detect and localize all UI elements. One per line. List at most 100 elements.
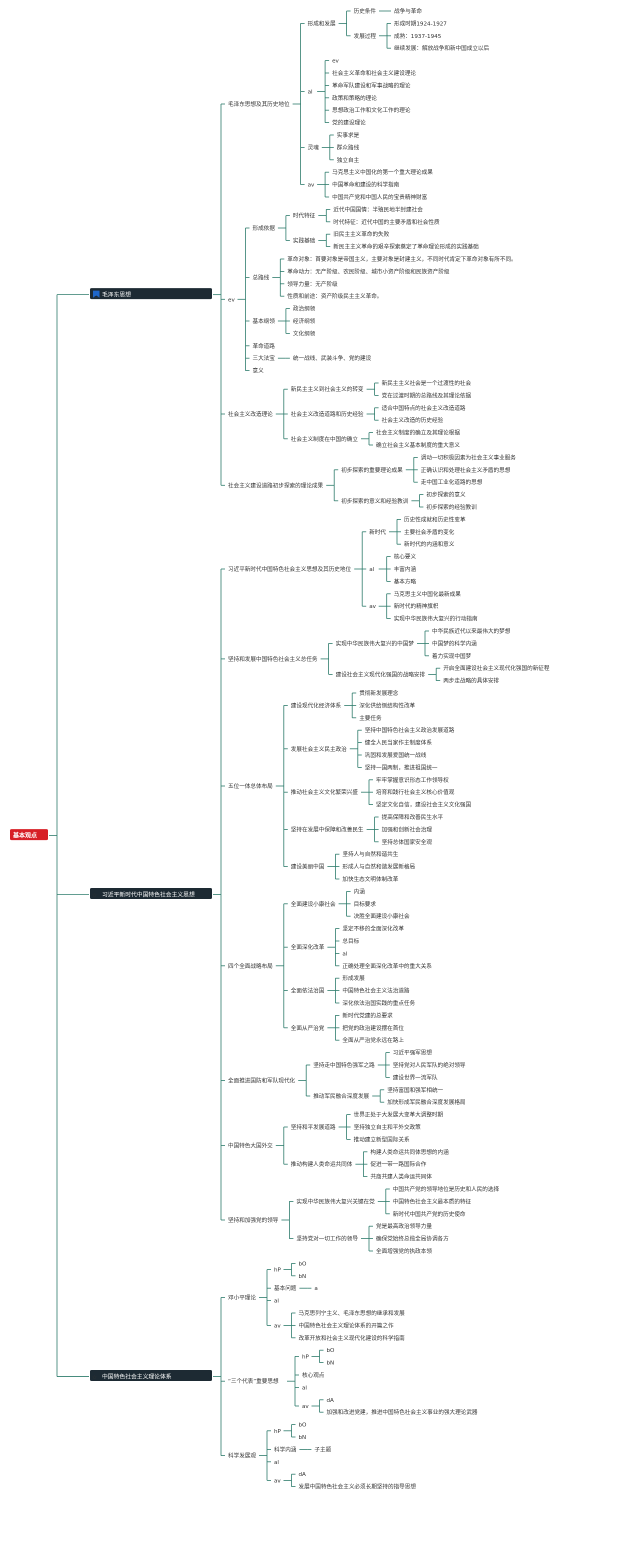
- mindmap-node[interactable]: 基本纲领: [252, 317, 275, 325]
- mindmap-node[interactable]: 目标要求: [354, 900, 377, 908]
- mindmap-node[interactable]: al: [369, 567, 374, 573]
- mindmap-node[interactable]: 实现中华民族伟大复兴关键在党: [296, 1197, 375, 1205]
- mindmap-node[interactable]: 坚持和平发展道路: [291, 1123, 336, 1131]
- mindmap-node[interactable]: 政策和策略的理论: [332, 94, 377, 102]
- mindmap-node[interactable]: 牢牢掌握意识形态工作领导权: [376, 776, 449, 784]
- mindmap-node[interactable]: 调动一切积极因素为社会主义事业服务: [421, 453, 517, 461]
- mindmap-node[interactable]: 新时代中国共产党的历史使命: [393, 1210, 466, 1218]
- mindmap-node[interactable]: av: [274, 1478, 281, 1484]
- mindmap-node[interactable]: 中国特色社会主义法治道路: [342, 987, 410, 995]
- mindmap-node[interactable]: 推动军民融合深度发展: [313, 1092, 369, 1100]
- mindmap-node[interactable]: 革命军队建设和军事战略的理论: [332, 81, 411, 89]
- mindmap-node[interactable]: 独立自主: [337, 156, 360, 164]
- mindmap-node[interactable]: 革命动力：无产阶级、农民阶级、城市小资产阶级和民族资产阶级: [287, 267, 450, 275]
- mindmap-node[interactable]: 建设美丽中国: [291, 863, 325, 871]
- mindmap-node[interactable]: 革命对象：首要对象是帝国主义，主要对象是封建主义，不同时代肯定下革命对象有所不同…: [287, 255, 516, 263]
- mindmap-node[interactable]: 科学内涵: [274, 1445, 297, 1453]
- mindmap-node[interactable]: 发展中国特色社会主义必须长期坚持的指导思想: [298, 1483, 416, 1491]
- mindmap-node[interactable]: 习近平强军思想: [393, 1049, 433, 1057]
- mindmap-node[interactable]: 形成依据: [252, 224, 275, 232]
- mindmap-node[interactable]: av: [274, 1323, 281, 1329]
- mindmap-node[interactable]: 领导力量：无产阶级: [287, 280, 338, 288]
- mindmap-node[interactable]: 形成人与自然和谐发展新格局: [342, 863, 415, 871]
- mindmap-node[interactable]: 新民主主义社会是一个过渡性的社会: [382, 379, 472, 387]
- mindmap-node[interactable]: 时代特征：近代中国的主要矛盾和社会性质: [333, 218, 440, 226]
- mindmap-node[interactable]: 马克思主义中国化最新成果: [394, 590, 462, 598]
- mindmap-node[interactable]: 坚持党对一切工作的领导: [296, 1235, 358, 1243]
- mindmap-node[interactable]: 时代特征: [293, 212, 316, 220]
- mindmap-node[interactable]: 旧民主主义革命的失败: [333, 230, 389, 238]
- mindmap-node[interactable]: 灵魂: [308, 143, 320, 151]
- mindmap-node[interactable]: 马克思主义中国化的第一个重大理论成果: [332, 168, 433, 176]
- mindmap-node[interactable]: 加快形成军民融合深度发展格局: [387, 1098, 466, 1106]
- branch-node[interactable]: ☆中国特色社会主义理论体系: [90, 1370, 212, 1381]
- mindmap-node[interactable]: 意义: [252, 367, 264, 375]
- mindmap-node[interactable]: 文化纲领: [293, 329, 316, 337]
- mindmap-node[interactable]: 巩固和发展爱国统一战线: [365, 751, 427, 759]
- mindmap-node[interactable]: 实事求是: [337, 131, 360, 139]
- mindmap-node[interactable]: 坚持一国两制，推进祖国统一: [365, 763, 438, 771]
- mindmap-node[interactable]: av: [369, 604, 376, 610]
- mindmap-node[interactable]: 思想政治工作和文化工作的理论: [332, 106, 411, 114]
- mindmap-node[interactable]: 提高保障和改善民生水平: [382, 813, 444, 821]
- mindmap-node[interactable]: 实现中华民族伟大复兴的中国梦: [336, 639, 415, 647]
- mindmap-node[interactable]: 推动构建人类命运共同体: [291, 1160, 353, 1168]
- mindmap-node[interactable]: 加快生态文明体制改革: [342, 875, 398, 883]
- mindmap-node[interactable]: 形成和发展: [308, 19, 336, 27]
- mindmap-node[interactable]: 马克思列宁主义、毛泽东思想的继承和发展: [298, 1309, 405, 1317]
- mindmap-node[interactable]: 全面从严治党永远在路上: [342, 1036, 404, 1044]
- mindmap-node[interactable]: bN: [298, 1274, 306, 1280]
- mindmap-node[interactable]: 世界正处于大发展大变革大调整时期: [354, 1111, 444, 1119]
- mindmap-node[interactable]: 社会主义革命和社会主义建设理论: [332, 69, 416, 77]
- mindmap-node[interactable]: 五位一体总体布局: [228, 782, 273, 790]
- mindmap-node[interactable]: 社会主义改造道路和历史经验: [291, 410, 364, 418]
- mindmap-node[interactable]: bO: [298, 1423, 307, 1429]
- mindmap-node[interactable]: dA: [298, 1472, 306, 1478]
- mindmap-node[interactable]: 习近平新时代中国特色社会主义思想及其历史地位: [228, 565, 351, 573]
- mindmap-node[interactable]: 加强和创新社会治理: [382, 825, 433, 833]
- mindmap-node[interactable]: 毛泽东思想及其历史地位: [228, 100, 290, 108]
- mindmap-node[interactable]: 新时代: [369, 528, 386, 536]
- mindmap-node[interactable]: 确立社会主义基本制度的重大意义: [376, 441, 460, 449]
- mindmap-node[interactable]: 初步探索的重要理论成果: [341, 466, 403, 474]
- mindmap-node[interactable]: 全面依法治国: [291, 987, 325, 995]
- mindmap-node[interactable]: 发展过程: [354, 32, 377, 40]
- mindmap-node[interactable]: 中国革命和建设的科学指南: [332, 181, 400, 189]
- mindmap-node[interactable]: 新时代党建的总要求: [342, 1011, 393, 1019]
- mindmap-node[interactable]: 深化依法治国实践的重点任务: [342, 999, 415, 1007]
- mindmap-node[interactable]: 核心要义: [394, 553, 417, 561]
- mindmap-node[interactable]: 中国特色社会主义理论体系的开篇之作: [298, 1321, 394, 1329]
- mindmap-node[interactable]: 坚持富国和强军相统一: [387, 1086, 443, 1094]
- mindmap-node[interactable]: 实现中华民族伟大复兴的行动指南: [394, 615, 478, 623]
- mindmap-node[interactable]: 两步走战略的具体安排: [443, 677, 499, 685]
- mindmap-node[interactable]: 坚持走中国特色强军之路: [313, 1061, 375, 1069]
- mindmap-node[interactable]: al: [342, 951, 347, 957]
- mindmap-node[interactable]: 革命道路: [252, 342, 275, 350]
- mindmap-node[interactable]: 社会主义制度的确立及其理论根据: [376, 429, 460, 437]
- mindmap-node[interactable]: 中国共产党和中国人民的宝贵精神财富: [332, 193, 428, 201]
- mindmap-node[interactable]: 共商共建人类命运共同体: [370, 1173, 432, 1181]
- mindmap-node[interactable]: a: [314, 1286, 317, 1292]
- mindmap-node[interactable]: 实践基础: [293, 236, 316, 244]
- mindmap-node[interactable]: “三个代表”重要思想: [228, 1377, 279, 1385]
- mindmap-node[interactable]: 深化供给侧结构性改革: [359, 701, 415, 709]
- mindmap-node[interactable]: ev: [228, 297, 235, 303]
- mindmap-node[interactable]: 初步探索的意义和经验教训: [341, 497, 409, 505]
- mindmap-node[interactable]: 经济纲领: [293, 317, 316, 325]
- mindmap-node[interactable]: 培育和践行社会主义核心价值观: [376, 788, 455, 796]
- mindmap-node[interactable]: 党在过渡时期的总路线及其理论依据: [382, 391, 472, 399]
- mindmap-node[interactable]: 科学发展观: [228, 1452, 256, 1460]
- mindmap-node[interactable]: 形成时期1924-1927: [394, 19, 447, 27]
- mindmap-node[interactable]: 政治纲领: [293, 305, 316, 313]
- mindmap-node[interactable]: 发展社会主义民主政治: [291, 745, 347, 753]
- mindmap-node[interactable]: ev: [332, 59, 339, 65]
- mindmap-node[interactable]: 三大法宝: [252, 354, 275, 362]
- mindmap-node[interactable]: bN: [326, 1361, 334, 1367]
- mindmap-node[interactable]: 改革开放和社会主义现代化建设的科学指南: [298, 1334, 405, 1342]
- mindmap-node[interactable]: 中国梦的科学内涵: [432, 639, 477, 647]
- mindmap-node[interactable]: 党的建设理论: [332, 119, 366, 127]
- mindmap-node[interactable]: 历史条件: [354, 7, 377, 15]
- mindmap-node[interactable]: hP: [302, 1354, 310, 1360]
- mindmap-node[interactable]: 新时代的内涵和意义: [404, 540, 455, 548]
- mindmap-node[interactable]: av: [308, 183, 315, 189]
